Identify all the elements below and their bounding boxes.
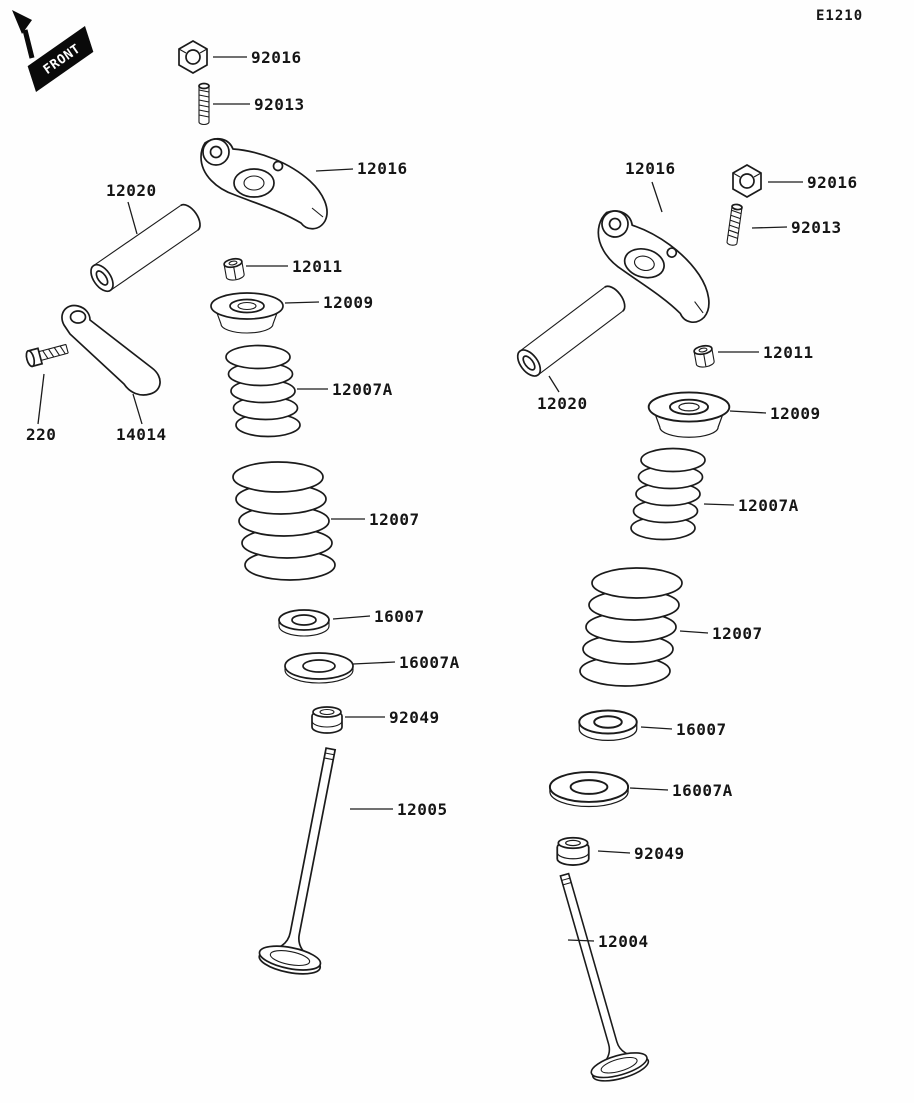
leader-line (640, 726, 673, 730)
right-labels: 12016 92016 92013 12011 12020 12009 1200… (537, 159, 858, 951)
front-arrow-tail (22, 29, 35, 59)
left-valve-keeper (222, 256, 246, 283)
part-label-right-nut: 92016 (807, 173, 858, 192)
left-inner-spring (225, 344, 301, 438)
part-label-left-adjusting-screw: 92013 (254, 95, 305, 114)
right-spring-washer (548, 771, 630, 808)
part-label-right-oil-seal: 92049 (634, 844, 685, 863)
part-label-right-adjusting-screw: 92013 (791, 218, 842, 237)
left-rocker-arm (200, 137, 328, 230)
left-screw (24, 340, 70, 369)
leader-line (37, 373, 45, 425)
part-label-left-oil-seal: 92049 (389, 708, 440, 727)
leader-line (629, 787, 669, 791)
right-inner-spring (630, 447, 706, 541)
part-label-right-spring-retainer: 12009 (770, 404, 821, 423)
left-oil-seal (311, 706, 343, 734)
part-label-left-valve: 12005 (397, 800, 448, 819)
front-badge: FRONT (27, 25, 94, 92)
part-label-left-valve-keeper: 12011 (292, 257, 343, 276)
right-spring-retainer (647, 391, 731, 439)
leader-line (679, 630, 709, 634)
leader-line (729, 410, 767, 414)
part-label-right-valve: 12004 (598, 932, 649, 951)
leader-lines (37, 56, 803, 942)
part-label-right-spring-washer: 16007A (672, 781, 733, 800)
part-label-left-plate: 14014 (116, 425, 167, 444)
left-nut (178, 40, 208, 74)
leader-line (651, 181, 663, 213)
left-valve (255, 742, 363, 980)
part-label-right-spring-outer: 12007 (712, 624, 763, 643)
right-outer-spring (579, 567, 683, 687)
part-label-left-spring-retainer: 12009 (323, 293, 374, 312)
left-adjusting-screw (198, 82, 210, 126)
leader-line (132, 393, 143, 425)
right-valve-keeper (692, 343, 716, 370)
leader-line (127, 201, 138, 235)
left-plate (61, 304, 161, 396)
leader-line (315, 168, 354, 172)
leader-line (567, 939, 595, 942)
left-labels: 92016 92013 12016 12020 12011 12009 1200… (26, 48, 460, 819)
part-label-left-nut: 92016 (251, 48, 302, 67)
part-label-right-spring-seat: 16007 (676, 720, 727, 739)
part-label-right-spring-inner: 12007A (738, 496, 799, 515)
left-spring-seat (278, 609, 330, 637)
leader-line (284, 301, 320, 304)
page-code: E1210 (816, 8, 863, 24)
part-label-left-rocker-arm: 12016 (357, 159, 408, 178)
part-label-left-spring-outer: 12007 (369, 510, 420, 529)
part-label-left-spring-washer: 16007A (399, 653, 460, 672)
front-badge-banner (27, 25, 94, 92)
left-spring-retainer (210, 292, 284, 334)
leader-line (548, 375, 560, 393)
part-label-left-spring-seat: 16007 (374, 607, 425, 626)
right-nut (732, 164, 762, 198)
left-spring-washer (284, 652, 354, 684)
left-outer-spring (232, 461, 336, 581)
part-label-right-valve-keeper: 12011 (763, 343, 814, 362)
leader-line (332, 615, 371, 620)
right-adjusting-screw (725, 202, 744, 247)
right-spring-seat (578, 709, 638, 742)
front-arrow-icon (12, 10, 32, 34)
left-assembly (24, 40, 363, 980)
leader-line (703, 503, 735, 506)
part-label-left-screw: 220 (26, 425, 56, 444)
leader-line (751, 226, 788, 229)
part-label-left-spring-inner: 12007A (332, 380, 393, 399)
part-label-right-rocker-arm: 12016 (625, 159, 676, 178)
part-label-right-rocker-shaft: 12020 (537, 394, 588, 413)
leader-line (352, 661, 396, 665)
leader-line (597, 850, 631, 854)
part-label-left-rocker-shaft: 12020 (106, 181, 157, 200)
left-rocker-shaft (85, 200, 206, 297)
left-plate-hole (69, 310, 87, 324)
right-oil-seal (556, 836, 590, 866)
right-rocker-shaft (512, 281, 630, 381)
right-valve (536, 865, 652, 1087)
